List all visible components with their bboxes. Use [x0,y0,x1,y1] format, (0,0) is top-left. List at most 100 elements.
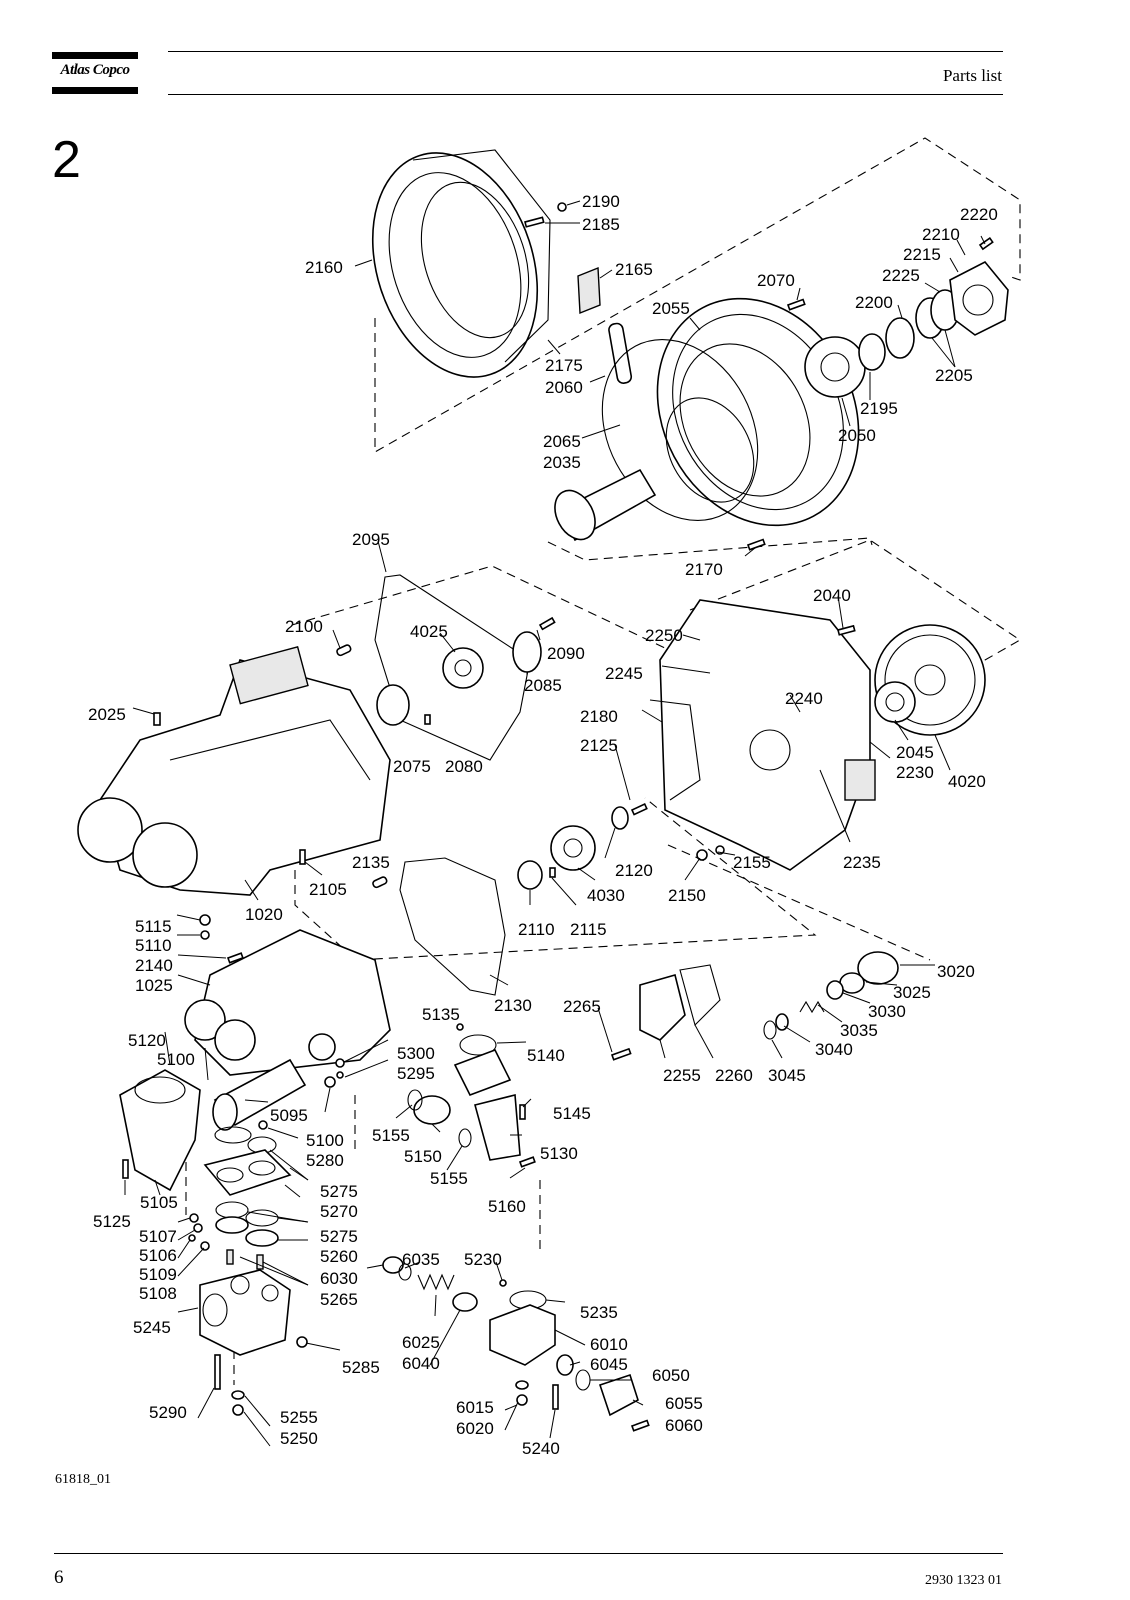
o-ring-5280 [214,1126,252,1144]
callout-2230: 2230 [896,763,934,782]
callout-5105: 5105 [140,1193,178,1212]
callout-2255: 2255 [663,1066,701,1085]
callout-5106: 5106 [139,1246,177,1265]
screw-5240 [552,1384,559,1410]
callout-2195: 2195 [860,399,898,418]
callout-5100a: 5100 [157,1050,195,1069]
callout-5270: 5270 [320,1202,358,1221]
callout-2115: 2115 [570,920,607,939]
ring-3030 [826,980,844,1000]
plate-2165 [577,266,601,315]
gear-4030 [550,825,596,871]
callout-2150: 2150 [668,886,706,905]
callout-2160: 2160 [305,258,343,277]
callout-6060: 6060 [665,1416,703,1435]
gasket-2095 [374,574,531,761]
callout-5155a: 5155 [372,1126,410,1145]
plug-2150 [696,849,708,861]
sleeve-2200 [885,317,915,359]
callout-5135: 5135 [422,1005,460,1024]
callout-2165: 2165 [615,260,653,279]
callout-5275b: 5275 [320,1227,358,1246]
plug-5295 [336,1071,344,1079]
callout-5120: 5120 [128,1031,166,1050]
callout-2090: 2090 [547,644,585,663]
screw-2125 [630,803,648,816]
header-rule-bottom [168,94,1003,95]
callout-5285: 5285 [342,1358,380,1377]
brand-name: Atlas Copco [60,62,130,78]
callout-2070: 2070 [757,271,795,290]
o-ring-5155 [407,1089,472,1148]
key-2080 [424,714,431,725]
callout-6035: 6035 [402,1250,440,1269]
pin-2135 [372,876,388,889]
callout-3045: 3045 [768,1066,806,1085]
valve-5260 [215,1216,279,1247]
gasket-2260 [679,964,721,1027]
callout-5125: 5125 [93,1212,131,1231]
header-rule-top [168,51,1003,52]
callout-5280: 5280 [306,1151,344,1170]
gasket-2130 [399,857,506,996]
callout-2025: 2025 [88,705,126,724]
footer-rule [54,1553,1003,1554]
bearing-2045 [874,681,916,723]
document-number: 2930 1323 01 [925,1573,1002,1588]
callout-2065: 2065 [543,432,581,451]
atlas-copco-logo: Atlas Copco [52,52,138,94]
callout-2235: 2235 [843,853,881,872]
gear-casing-2180 [649,599,876,871]
callout-2100: 2100 [285,617,323,636]
screw-2220 [978,237,994,251]
cover-2055 [601,297,860,527]
compressor-element-1020 [77,646,391,896]
callout-2225: 2225 [882,266,920,285]
callout-4020: 4020 [948,772,986,791]
callout-6015: 6015 [456,1398,494,1417]
callout-5245: 5245 [133,1318,171,1337]
gear-4025 [442,647,484,689]
screw-2185 [524,216,545,228]
callout-5240: 5240 [522,1439,560,1458]
callout-2170: 2170 [685,560,723,579]
circlip-3045 [763,1020,777,1040]
callout-5235: 5235 [580,1303,618,1322]
callout-2130: 2130 [494,996,532,1015]
plug-5275 [247,1120,277,1154]
callout-6025: 6025 [402,1333,440,1352]
screw-2105 [299,849,306,865]
callout-1020: 1020 [245,905,283,924]
callout-2215: 2215 [903,245,941,264]
callout-2265: 2265 [563,997,601,1016]
callout-2180: 2180 [580,707,618,726]
callout-5265: 5265 [320,1290,358,1309]
callout-5250: 5250 [280,1429,318,1448]
plug-5150 [413,1095,451,1125]
callout-2155: 2155 [733,853,771,872]
washer-5255 [231,1390,245,1400]
callout-3035: 3035 [840,1021,878,1040]
valve-plate-5130 [453,1048,521,1161]
callout-5095: 5095 [270,1106,308,1125]
housing-1025 [184,929,391,1076]
callout-5145: 5145 [553,1104,591,1123]
callout-2250: 2250 [645,626,683,645]
shaft-2035 [554,468,657,542]
callout-6045: 6045 [590,1355,628,1374]
washer-5100 [324,1076,336,1088]
washer-6020 [516,1394,528,1406]
callout-3030: 3030 [868,1002,906,1021]
washer-2120 [611,806,629,830]
callout-6055: 6055 [665,1394,703,1413]
key-2115 [549,867,556,878]
callout-3025: 3025 [893,983,931,1002]
screw-2090 [538,616,556,631]
filter-5095 [212,1058,307,1131]
callout-5110: 5110 [135,936,172,955]
plug-5250 [232,1404,244,1416]
callout-2260: 2260 [715,1066,753,1085]
callout-1025: 1025 [135,976,173,995]
callout-3040: 3040 [815,1040,853,1059]
screw-5290 [214,1354,221,1390]
